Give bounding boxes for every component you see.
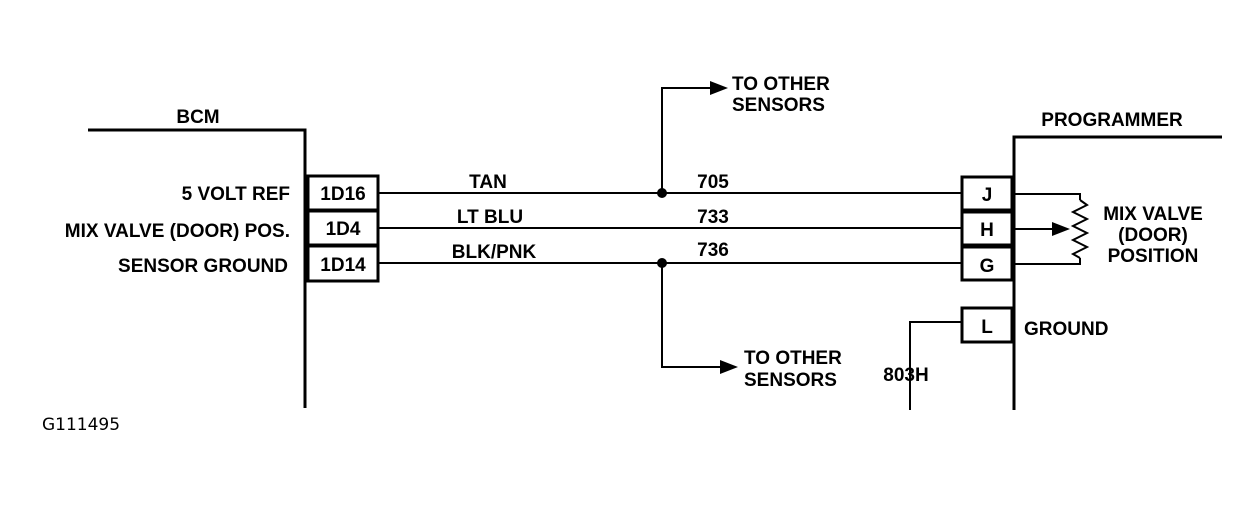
splice-bottom-line1: TO OTHER	[744, 348, 842, 369]
ground-label: GROUND	[1024, 319, 1108, 340]
terminal-box-l	[960, 306, 1014, 344]
splice-bottom: TO OTHER SENSORS	[657, 258, 842, 391]
pin-label-mix-valve-pos: MIX VALVE (DOOR) POS.	[65, 221, 290, 242]
programmer-title: PROGRAMMER	[1041, 110, 1183, 131]
sensor-wire-top	[1012, 193, 1081, 200]
splice-top: TO OTHER SENSORS	[657, 74, 830, 198]
ground-circuit-803h: 803H	[883, 365, 928, 386]
splice-wire-bottom	[661, 263, 722, 368]
programmer-connector: J H G L	[960, 175, 1014, 344]
terminal-1d14: 1D14	[320, 255, 366, 276]
sensor-label-line2: (DOOR)	[1118, 225, 1188, 246]
terminal-1d16: 1D16	[320, 184, 365, 205]
sensor-label-line3: POSITION	[1108, 246, 1199, 267]
terminal-j: J	[982, 185, 993, 206]
splice-wire-top	[661, 87, 712, 193]
splice-bottom-line2: SENSORS	[744, 370, 837, 391]
wire-color-blk-pnk: BLK/PNK	[452, 242, 537, 263]
wire-color-tan: TAN	[469, 172, 507, 193]
sensor-wire-bottom	[1012, 258, 1081, 265]
sensor-label-line1: MIX VALVE	[1103, 204, 1203, 225]
splice-top-line2: SENSORS	[732, 95, 825, 116]
ground-circuit: GROUND 803H	[883, 319, 1108, 410]
terminal-box-j	[960, 175, 1014, 212]
bcm-title: BCM	[176, 107, 219, 128]
programmer-outline	[1012, 135, 1222, 410]
wire-harness: TAN LT BLU BLK/PNK 705 733 736	[378, 172, 962, 264]
wire-color-lt-blu: LT BLU	[457, 207, 523, 228]
mix-valve-sensor: MIX VALVE (DOOR) POSITION	[1012, 193, 1203, 267]
arrow-right-icon	[710, 81, 728, 95]
circuit-705: 705	[697, 172, 729, 193]
bcm-module: BCM	[88, 107, 307, 408]
circuit-733: 733	[697, 207, 729, 228]
ground-wire	[909, 321, 962, 410]
figure-id: G111495	[42, 415, 120, 435]
bcm-outline	[88, 128, 307, 408]
splice-top-line1: TO OTHER	[732, 74, 830, 95]
circuit-736: 736	[697, 240, 729, 261]
terminal-l: L	[981, 317, 993, 338]
terminal-h: H	[980, 220, 994, 241]
arrow-right-icon	[720, 360, 738, 374]
terminal-box-1d14	[306, 244, 380, 283]
terminal-box-1d16	[306, 174, 380, 212]
pin-label-5-volt-ref: 5 VOLT REF	[182, 184, 290, 205]
pin-label-sensor-ground: SENSOR GROUND	[118, 256, 288, 277]
bcm-connector: 5 VOLT REF MIX VALVE (DOOR) POS. SENSOR …	[65, 174, 380, 283]
resistor-zigzag-icon	[1070, 199, 1090, 259]
programmer-module: PROGRAMMER	[1012, 110, 1222, 410]
terminal-1d4: 1D4	[326, 219, 361, 240]
wiper-arrow-icon	[1052, 222, 1070, 236]
terminal-g: G	[980, 256, 995, 277]
